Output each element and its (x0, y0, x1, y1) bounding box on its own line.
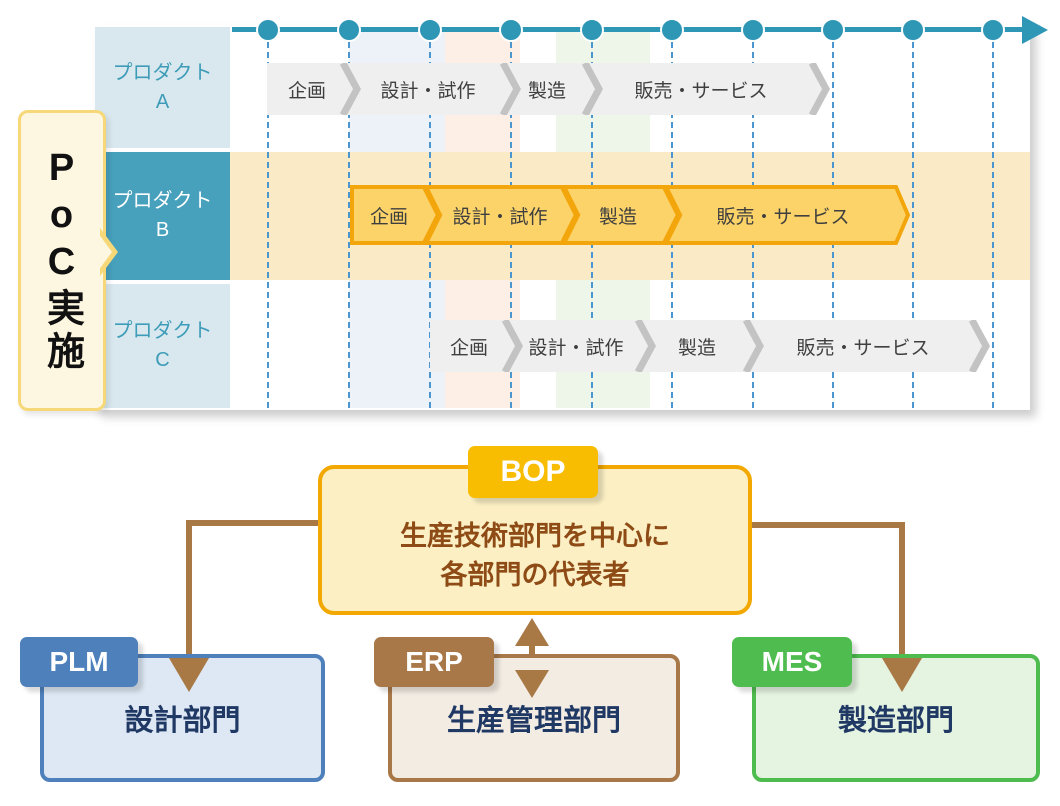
timeline-milestone-dot (981, 18, 1005, 42)
product-a-label: プロダクト A (95, 27, 230, 148)
timeline-dashed-gridline (992, 42, 994, 408)
bop-text-line1: 生産技術部門を中心に (400, 520, 670, 551)
product-c-name-line2: C (155, 349, 170, 371)
connector-right-horizontal (748, 522, 905, 528)
product-a-process-bar: 企画 設計・試作 製造 販売・サービス (267, 63, 830, 115)
timeline-milestone-dot (256, 18, 280, 42)
arrow-to-bop-icon (515, 618, 549, 646)
erp-badge: ERP (374, 637, 494, 687)
product-a-bar-shape (267, 63, 830, 115)
timeline-milestone-dot (418, 18, 442, 42)
phase-b-sekkei: 設計・試作 (452, 206, 548, 228)
product-b-process-bar: 企画 設計・試作 製造 販売・サービス (350, 185, 910, 245)
timeline-arrow-icon (1022, 16, 1048, 44)
arrow-to-mes-icon (882, 658, 922, 692)
mes-badge: MES (732, 637, 852, 687)
phase-c-seizo: 製造 (677, 337, 716, 359)
timeline-milestone-dot (660, 18, 684, 42)
timeline-dashed-gridline (267, 42, 269, 408)
connector-left-vertical (186, 520, 192, 660)
timeline-milestone-dot (499, 18, 523, 42)
bop-badge: BOP (468, 446, 598, 498)
phase-a-seizo: 製造 (527, 80, 566, 102)
phase-b-hanbai: 販売・サービス (716, 206, 850, 228)
phase-c-sekkei: 設計・試作 (528, 337, 624, 359)
phase-a-kikaku: 企画 (287, 80, 326, 102)
poc-pointer-fill (98, 233, 112, 271)
bop-box: 生産技術部門を中心に 各部門の代表者 (318, 465, 752, 615)
poc-callout: PoC実施 (18, 110, 106, 411)
timeline-dashed-gridline (912, 42, 914, 408)
mes-department-name: 製造部門 (837, 705, 954, 737)
phase-c-kikaku: 企画 (449, 337, 488, 359)
product-b-bar-shape (350, 185, 910, 245)
product-c-bar-shape (430, 320, 990, 372)
product-c-label: プロダクト C (95, 284, 230, 408)
phase-b-seizo: 製造 (598, 206, 637, 228)
timeline-milestone-dot (337, 18, 361, 42)
arrow-to-erp-icon (515, 670, 549, 698)
phase-c-hanbai: 販売・サービス (796, 337, 930, 359)
connector-right-vertical (899, 522, 905, 660)
product-c-process-bar: 企画 設計・試作 製造 販売・サービス (430, 320, 990, 372)
phase-a-hanbai: 販売・サービス (634, 80, 768, 102)
erp-department-name: 生産管理部門 (446, 705, 621, 737)
plm-department-name: 設計部門 (124, 705, 241, 737)
timeline-milestone-dot (901, 18, 925, 42)
product-c-name-line1: プロダクト (112, 320, 213, 342)
product-a-name-line1: プロダクト (112, 61, 213, 84)
arrow-to-plm-icon (169, 658, 209, 692)
product-b-name-line1: プロダクト (112, 190, 213, 212)
plm-badge: PLM (20, 637, 138, 687)
timeline-milestone-dot (741, 18, 765, 42)
timeline-milestone-dot (580, 18, 604, 42)
timeline-dashed-gridline (348, 42, 350, 408)
phase-b-kikaku: 企画 (369, 206, 408, 228)
connector-left-horizontal (186, 520, 318, 526)
phase-a-sekkei: 設計・試作 (380, 80, 476, 102)
bop-text-line2: 各部門の代表者 (440, 559, 630, 590)
poc-label: PoC実施 (40, 147, 83, 374)
timeline-milestone-dot (821, 18, 845, 42)
product-a-name-line2: A (155, 90, 170, 113)
timeline-line (232, 27, 1024, 32)
product-b-name-line2: B (155, 219, 170, 241)
